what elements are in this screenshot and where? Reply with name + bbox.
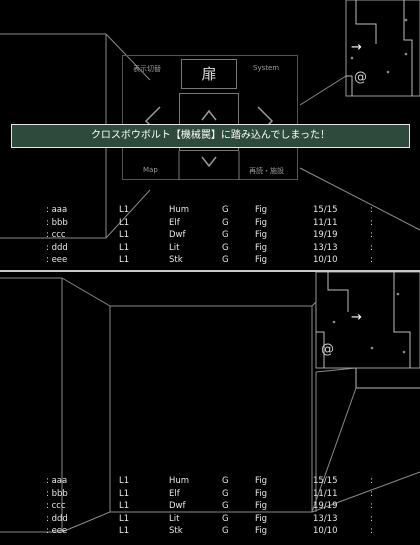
party-row[interactable]: : aaa L1 Hum G Fig 15/15 : [46, 205, 373, 215]
move-back-icon [201, 156, 217, 168]
minimap-arrow-icon: → [351, 40, 362, 55]
dungeon-walls-top [0, 0, 420, 239]
rest-facility-button[interactable]: 再読・施設 [249, 167, 284, 175]
minimap-player-icon: @ [321, 342, 334, 357]
message-banner: クロスボウボルト【機械罠】に踏み込んでしまった！ [11, 124, 410, 148]
party-row[interactable]: : eee L1 Stk G Fig 10/10 : [46, 255, 373, 265]
party-row[interactable]: : aaa L1 Hum G Fig 15/15 : [46, 476, 373, 486]
direction-arrows [144, 106, 274, 180]
party-row[interactable]: : ccc L1 Dwf G Fig 19/19 : [46, 230, 373, 240]
dungeon-view-bottom: → @ : aaa L1 Hum G Fig 15/15 : : bbb L1 … [0, 272, 420, 545]
party-row[interactable]: : ddd L1 Lit G Fig 13/13 : [46, 513, 373, 524]
forward-button[interactable] [179, 93, 239, 151]
system-button[interactable]: System [253, 64, 280, 72]
minimap-arrow-icon: → [351, 310, 362, 325]
party-list-bottom: : aaa L1 Hum G Fig 15/15 : : bbb L1 Elf … [0, 475, 420, 538]
pad-frame [122, 55, 298, 180]
party-row[interactable]: : bbb L1 Elf G Fig 11/11 : [46, 217, 373, 228]
dungeon-walls-bottom [0, 272, 420, 533]
party-row[interactable]: : bbb L1 Elf G Fig 11/11 : [46, 488, 373, 499]
screen-separator [0, 270, 420, 273]
dungeon-view-top: → @ 表示切替 System Map 再読・施設 扉 クロスボウボルト【機械罠… [0, 0, 420, 272]
door-button[interactable]: 扉 [181, 59, 237, 89]
party-row[interactable]: : ddd L1 Lit G Fig 13/13 : [46, 242, 373, 253]
party-row[interactable]: : eee L1 Stk G Fig 10/10 : [46, 526, 373, 536]
map-button[interactable]: Map [143, 166, 158, 174]
display-toggle-button[interactable]: 表示切替 [133, 65, 161, 73]
party-row[interactable]: : ccc L1 Dwf G Fig 19/19 : [46, 501, 373, 511]
party-list-top: : aaa L1 Hum G Fig 15/15 : : bbb L1 Elf … [0, 204, 420, 267]
movement-pad: 表示切替 System Map 再読・施設 扉 [122, 55, 298, 180]
move-forward-icon [201, 109, 217, 121]
minimap-player-icon: @ [354, 70, 367, 85]
